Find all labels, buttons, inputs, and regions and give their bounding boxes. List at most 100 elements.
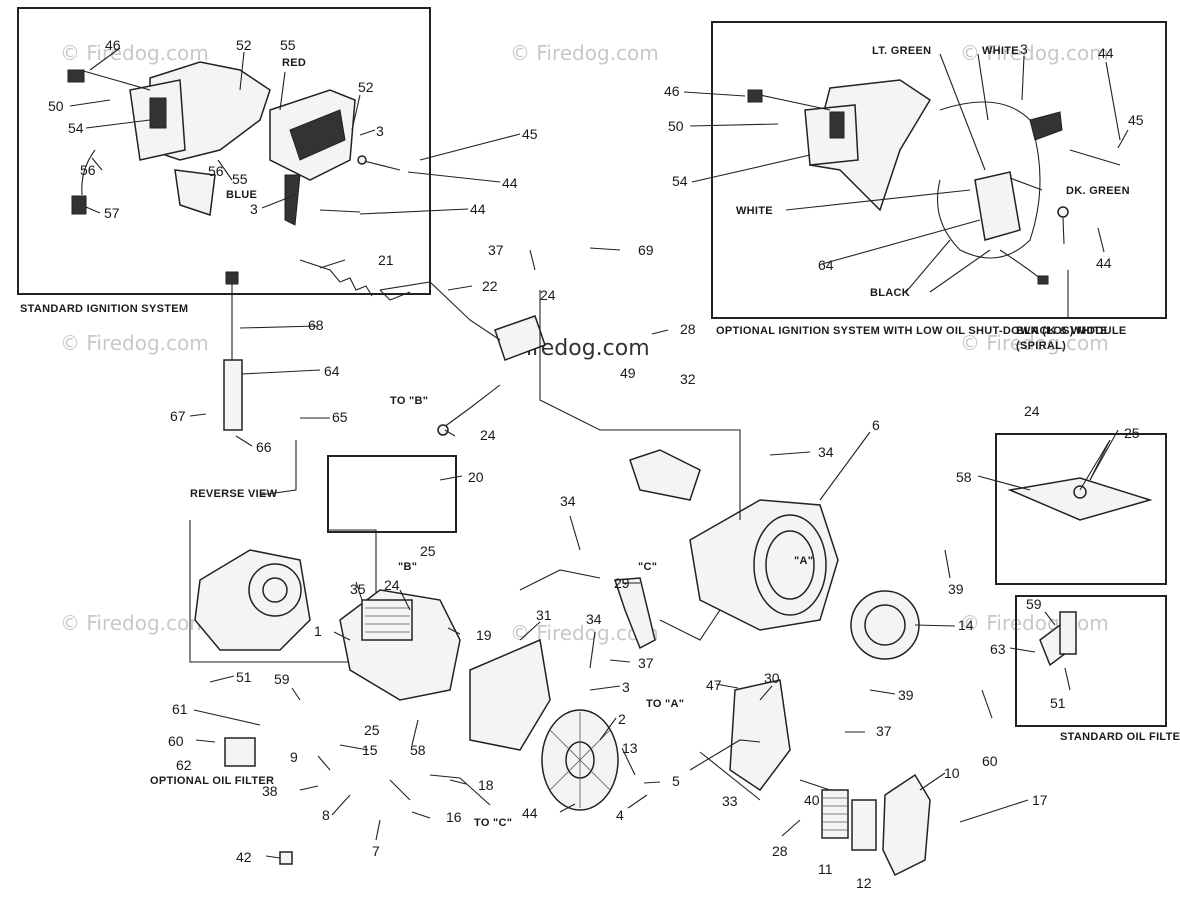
callout-16: 16 <box>446 809 462 825</box>
callout-43: 44 <box>1098 45 1114 61</box>
callout-7: 7 <box>372 843 380 859</box>
callout-45: 47 <box>706 677 722 693</box>
callout-37: 37 <box>488 242 504 258</box>
callout-35: 35 <box>350 581 366 597</box>
mark-b: "B" <box>398 561 417 573</box>
callout-68: 69 <box>638 242 654 258</box>
callout-66: 67 <box>170 408 186 424</box>
standard-ignition-title: STANDARD IGNITION SYSTEM <box>20 303 188 315</box>
watermark: © Firedog.com <box>960 331 1109 355</box>
callout-60: 62 <box>176 757 192 773</box>
callout-15: 15 <box>362 742 378 758</box>
ref-to-c: TO "C" <box>474 817 512 829</box>
label-black: BLACK <box>870 287 910 299</box>
watermark: © Firedog.com <box>960 611 1109 635</box>
callout-56: 58 <box>956 469 972 485</box>
callout-26: 25 <box>364 722 380 738</box>
mark-c: "C" <box>638 561 657 573</box>
callout-27: 24 <box>540 287 556 303</box>
callout-18: 18 <box>478 777 494 793</box>
watermark: © Firedog.com <box>60 331 209 355</box>
label-lt-green: LT. GREEN <box>872 45 931 57</box>
routing-lines <box>259 289 761 771</box>
callout-5: 5 <box>672 773 680 789</box>
callout-25: 24 <box>384 577 400 593</box>
callout-28: 28 <box>772 843 788 859</box>
callout-58: 60 <box>168 733 184 749</box>
reference-marks: TO "B" TO "A" TO "C" "A" "B" "C" <box>390 395 813 829</box>
standard-ignition-drawing <box>67 61 401 226</box>
callout-29: 28 <box>680 321 696 337</box>
callout-50: 52 <box>358 79 374 95</box>
callout-55: 57 <box>104 205 120 221</box>
callout-3: 3 <box>250 201 258 217</box>
optional-ignition-panel <box>711 21 1167 319</box>
callout-52: 55 <box>280 37 296 53</box>
standard-ignition-panel <box>17 7 431 295</box>
callout-36: 34 <box>818 444 834 460</box>
callout-43: 44 <box>502 175 518 191</box>
detail-56-panel <box>995 433 1167 585</box>
leader-lines <box>69 47 1129 859</box>
callout-51: 54 <box>672 173 688 189</box>
callout-62: 63 <box>990 641 1006 657</box>
callout-30: 29 <box>614 575 630 591</box>
callout-22: 22 <box>482 278 498 294</box>
part-20-inset <box>327 455 457 533</box>
ref-to-b: TO "B" <box>390 395 428 407</box>
callout-3: 3 <box>622 679 630 695</box>
callout-17: 17 <box>1032 792 1048 808</box>
callout-48: 50 <box>668 118 684 134</box>
label-dk-green: DK. GREEN <box>1066 185 1130 197</box>
callout-9: 9 <box>290 749 298 765</box>
watermark: © Firedog.com <box>960 41 1109 65</box>
callout-36: 34 <box>586 611 602 627</box>
callout-1: 1 <box>314 623 322 639</box>
callout-12: 12 <box>856 875 872 891</box>
callout-24: 24 <box>480 427 496 443</box>
callout-13: 13 <box>622 740 638 756</box>
oil-filter-bypass-panel <box>1015 595 1167 727</box>
callout-26: 25 <box>1124 425 1140 441</box>
watermark: © Firedog.com <box>60 41 209 65</box>
callout-33: 32 <box>680 371 696 387</box>
callout-51: 54 <box>68 120 84 136</box>
callout-49: 51 <box>1050 695 1066 711</box>
optional-ignition-drawing <box>747 79 1121 285</box>
callout-46: 45 <box>522 126 538 142</box>
callout-8: 8 <box>322 807 330 823</box>
mark-a: "A" <box>794 555 813 567</box>
callout-40: 42 <box>236 849 252 865</box>
label-black-white: BLACK & WHITE <box>1016 325 1108 337</box>
callout-3: 3 <box>1020 41 1028 57</box>
callout-42: 39 <box>948 581 964 597</box>
callout-37: 37 <box>876 723 892 739</box>
callout-3: 3 <box>376 123 384 139</box>
callout-57: 59 <box>1026 596 1042 612</box>
wire-labels: RED BLUE LT. GREEN WHITE WHITE DK. GREEN… <box>226 45 1130 352</box>
callout-43: 44 <box>522 805 538 821</box>
reverse-view-label: REVERSE VIEW <box>190 488 278 500</box>
callout-58: 60 <box>982 753 998 769</box>
callout-56: 58 <box>410 742 426 758</box>
callout-63: 64 <box>324 363 340 379</box>
callout-36: 34 <box>560 493 576 509</box>
label-spiral: (SPIRAL) <box>1016 340 1066 352</box>
ref-to-a: TO "A" <box>646 698 684 710</box>
label-white-mid: WHITE <box>736 205 773 217</box>
watermark: © Firedog.com <box>60 611 209 635</box>
callout-44: 46 <box>664 83 680 99</box>
optional-ignition-title: OPTIONAL IGNITION SYSTEM WITH LOW OIL SH… <box>716 325 1127 337</box>
callout-44: 46 <box>105 37 121 53</box>
label-red: RED <box>282 57 306 69</box>
callout-numbers: 46 50 54 52 55 52 3 45 44 44 3 55 56 56 … <box>48 37 1144 891</box>
callout-39: 40 <box>804 792 820 808</box>
callout-64: 65 <box>332 409 348 425</box>
callout-67: 68 <box>308 317 324 333</box>
callout-38: 38 <box>262 783 278 799</box>
callout-50: 52 <box>236 37 252 53</box>
callout-4: 4 <box>616 807 624 823</box>
callout-43: 44 <box>1096 255 1112 271</box>
callout-61: 64 <box>818 257 834 273</box>
